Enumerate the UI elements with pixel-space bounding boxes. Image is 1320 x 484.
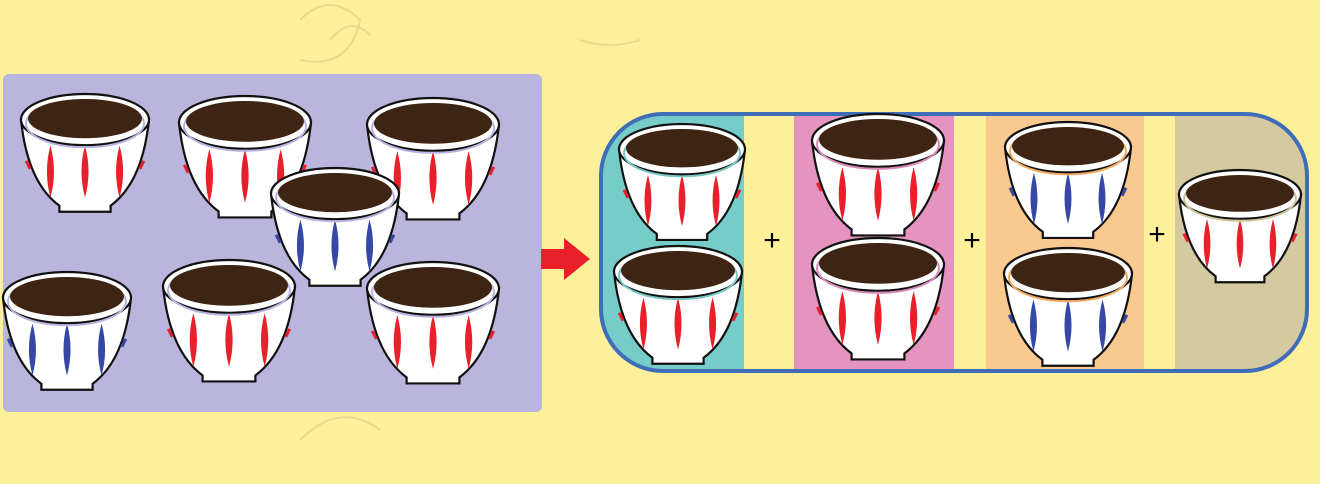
plus-sign-1: + [763, 224, 781, 257]
plus-sign-2: + [963, 224, 981, 257]
right-arrow-icon [541, 238, 590, 280]
plus-sign-3: + [1148, 218, 1166, 251]
